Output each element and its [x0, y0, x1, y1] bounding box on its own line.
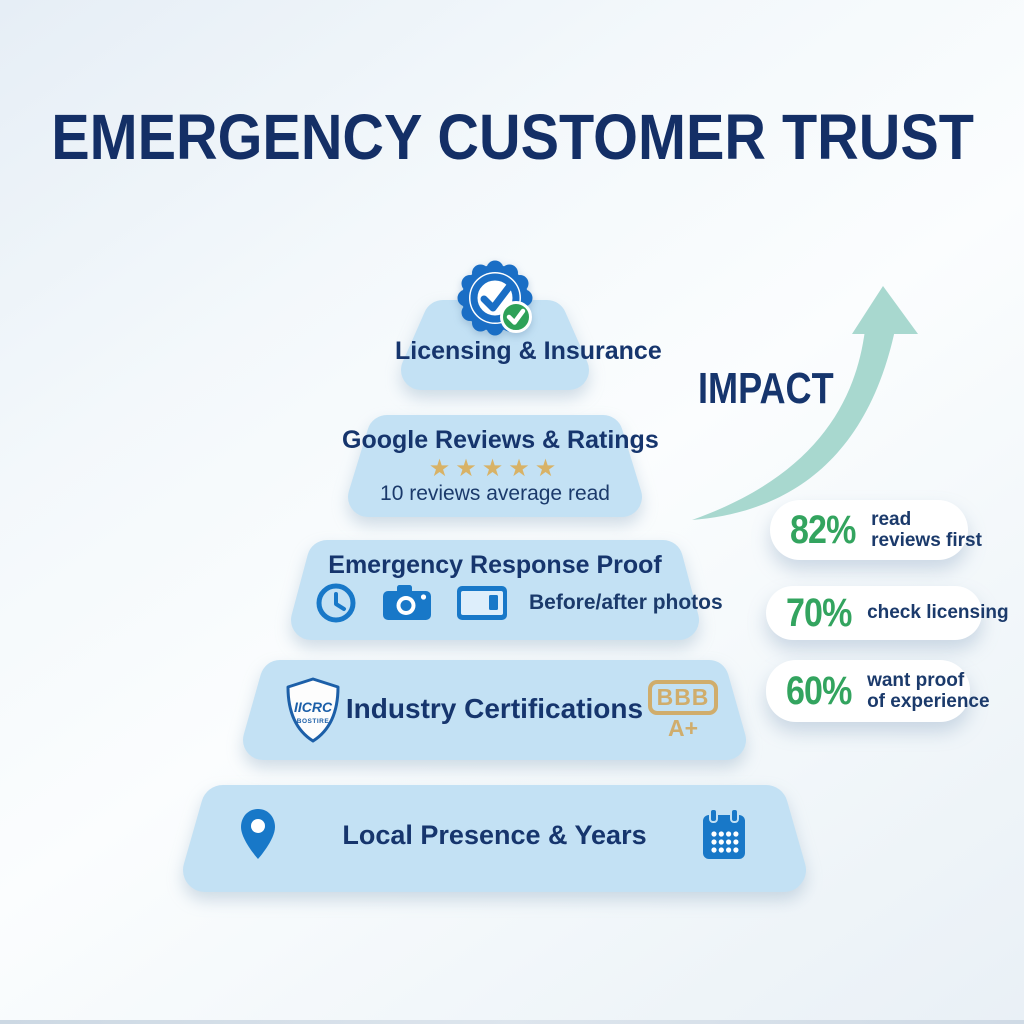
stat-pill-experience: 60% want proof of experience — [766, 660, 990, 722]
level-label: Emergency Response Proof — [328, 551, 662, 579]
stat-percent: 70% — [786, 590, 852, 635]
bbb-rating-icon: BBB A+ — [645, 680, 721, 740]
proof-icon-row: Before/after photos — [315, 582, 723, 624]
photo-icon — [457, 586, 507, 620]
photos-subtext: Before/after photos — [529, 591, 723, 614]
trapezoid-shape — [348, 415, 642, 517]
level-label: Licensing & Insurance — [395, 337, 662, 365]
stat-pill-reviews: 82% read reviews first — [770, 500, 982, 560]
iicrc-text: IICRC — [294, 699, 333, 715]
impact-label: IMPACT — [698, 364, 834, 413]
pyramid-level-emergency-response: Emergency Response Proof Before/after ph… — [285, 540, 723, 640]
pyramid-level-industry-certifications: IICRC BOSTIRE Industry Certifications BB… — [237, 660, 752, 760]
pyramid-level-local-presence: Local Presence & Years — [177, 785, 812, 892]
verified-badge-icon — [457, 260, 533, 336]
stat-pill-licensing: 70% check licensing — [766, 586, 1009, 640]
five-star-rating-icon: ★★★★★ — [428, 455, 562, 482]
camera-icon — [383, 585, 431, 620]
stat-label: want proof of experience — [867, 669, 990, 712]
growth-arrow-icon — [692, 286, 918, 520]
location-pin-icon — [241, 809, 275, 859]
stat-percent: 82% — [790, 507, 856, 552]
iicrc-subtext: BOSTIRE — [297, 718, 330, 725]
trapezoid-shape — [243, 660, 746, 760]
pyramid-level-google-reviews: Google Reviews & Ratings ★★★★★ 10 review… — [342, 415, 659, 517]
stat-label: check licensing — [867, 602, 1009, 624]
clock-icon — [316, 583, 356, 623]
page-title: EMERGENCY CUSTOMER TRUST — [51, 101, 974, 173]
bottom-edge-divider — [0, 1020, 1024, 1024]
stat-label: read reviews first — [871, 508, 982, 551]
bbb-text: BBB — [647, 680, 719, 715]
pyramid-level-licensing-insurance: Licensing & Insurance — [395, 260, 662, 390]
level-label: Industry Certifications — [345, 693, 644, 724]
level-label: Google Reviews & Ratings — [342, 426, 659, 454]
level-label: Local Presence & Years — [342, 820, 647, 850]
trapezoid-shape — [183, 785, 806, 892]
reviews-subtext: 10 reviews average read — [380, 482, 610, 505]
calendar-icon — [703, 809, 745, 859]
bbb-a-plus: A+ — [667, 715, 699, 741]
stat-percent: 60% — [786, 668, 852, 713]
iicrc-shield-icon: IICRC BOSTIRE — [286, 677, 340, 743]
